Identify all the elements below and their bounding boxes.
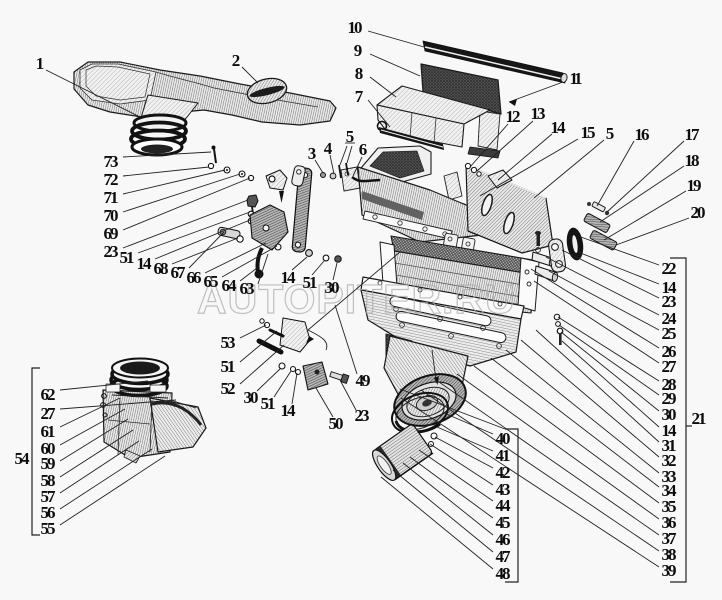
- svg-text:14: 14: [551, 118, 567, 137]
- svg-text:49: 49: [356, 371, 371, 390]
- svg-text:23: 23: [662, 292, 677, 311]
- svg-text:26: 26: [662, 342, 677, 361]
- svg-text:14: 14: [662, 278, 678, 297]
- svg-text:14: 14: [137, 254, 153, 273]
- svg-text:37: 37: [662, 529, 678, 548]
- svg-text:72: 72: [104, 170, 119, 189]
- svg-text:11: 11: [570, 69, 583, 88]
- svg-text:27: 27: [41, 404, 57, 423]
- svg-text:68: 68: [154, 259, 169, 278]
- svg-text:16: 16: [635, 125, 650, 144]
- svg-text:59: 59: [41, 454, 56, 473]
- svg-text:71: 71: [104, 188, 119, 207]
- svg-text:4: 4: [324, 139, 333, 158]
- svg-text:5: 5: [606, 124, 615, 143]
- svg-text:30: 30: [662, 405, 677, 424]
- svg-text:18: 18: [685, 151, 700, 170]
- svg-text:51: 51: [303, 273, 318, 292]
- svg-text:61: 61: [41, 422, 56, 441]
- svg-text:36: 36: [662, 513, 677, 532]
- svg-text:70: 70: [104, 206, 119, 225]
- svg-text:31: 31: [662, 436, 677, 455]
- svg-text:41: 41: [496, 446, 511, 465]
- svg-text:6: 6: [359, 140, 368, 159]
- svg-text:48: 48: [496, 564, 511, 583]
- svg-text:13: 13: [531, 104, 546, 123]
- svg-text:23: 23: [104, 242, 119, 261]
- svg-text:9: 9: [354, 41, 363, 60]
- svg-text:63: 63: [240, 279, 255, 298]
- svg-text:15: 15: [581, 123, 596, 142]
- svg-text:73: 73: [104, 152, 119, 171]
- svg-text:42: 42: [496, 463, 511, 482]
- svg-text:65: 65: [204, 272, 219, 291]
- svg-text:47: 47: [496, 547, 512, 566]
- svg-text:44: 44: [496, 496, 512, 515]
- svg-text:30: 30: [244, 388, 259, 407]
- svg-text:51: 51: [221, 357, 236, 376]
- svg-text:64: 64: [222, 276, 238, 295]
- svg-text:30: 30: [325, 278, 340, 297]
- svg-text:12: 12: [506, 107, 521, 126]
- svg-text:51: 51: [120, 248, 135, 267]
- svg-text:1: 1: [36, 54, 45, 73]
- svg-text:8: 8: [355, 64, 364, 83]
- svg-text:66: 66: [187, 268, 202, 287]
- svg-text:52: 52: [221, 379, 236, 398]
- svg-text:29: 29: [662, 389, 677, 408]
- svg-text:22: 22: [662, 259, 677, 278]
- svg-text:14: 14: [281, 401, 297, 420]
- svg-text:45: 45: [496, 513, 511, 532]
- svg-text:50: 50: [329, 414, 344, 433]
- svg-text:19: 19: [687, 176, 702, 195]
- svg-text:21: 21: [692, 409, 707, 428]
- svg-text:54: 54: [15, 449, 31, 468]
- svg-text:62: 62: [41, 385, 56, 404]
- svg-text:39: 39: [662, 561, 677, 580]
- svg-text:14: 14: [662, 421, 678, 440]
- svg-text:10: 10: [348, 18, 363, 37]
- svg-text:17: 17: [685, 125, 701, 144]
- svg-text:56: 56: [41, 503, 56, 522]
- svg-text:5: 5: [346, 127, 355, 146]
- svg-text:57: 57: [41, 487, 57, 506]
- svg-text:28: 28: [662, 375, 677, 394]
- svg-text:14: 14: [281, 268, 297, 287]
- svg-text:35: 35: [662, 497, 677, 516]
- svg-text:AUTOPITER.RU: AUTOPITER.RU: [197, 276, 516, 322]
- svg-text:43: 43: [496, 480, 511, 499]
- svg-text:34: 34: [662, 481, 678, 500]
- svg-text:53: 53: [221, 333, 236, 352]
- svg-text:3: 3: [308, 144, 317, 163]
- svg-text:58: 58: [41, 471, 56, 490]
- svg-text:20: 20: [691, 203, 706, 222]
- svg-text:46: 46: [496, 530, 511, 549]
- svg-text:24: 24: [662, 309, 678, 328]
- svg-text:40: 40: [496, 429, 511, 448]
- svg-text:33: 33: [662, 467, 677, 486]
- svg-text:67: 67: [171, 263, 187, 282]
- svg-text:51: 51: [261, 394, 276, 413]
- svg-text:38: 38: [662, 545, 677, 564]
- svg-text:27: 27: [662, 357, 678, 376]
- svg-text:69: 69: [104, 224, 119, 243]
- svg-text:23: 23: [355, 406, 370, 425]
- svg-text:7: 7: [355, 87, 364, 106]
- svg-text:60: 60: [41, 439, 56, 458]
- svg-text:25: 25: [662, 324, 677, 343]
- svg-text:2: 2: [232, 51, 241, 70]
- svg-text:32: 32: [662, 451, 677, 470]
- svg-text:55: 55: [41, 519, 56, 538]
